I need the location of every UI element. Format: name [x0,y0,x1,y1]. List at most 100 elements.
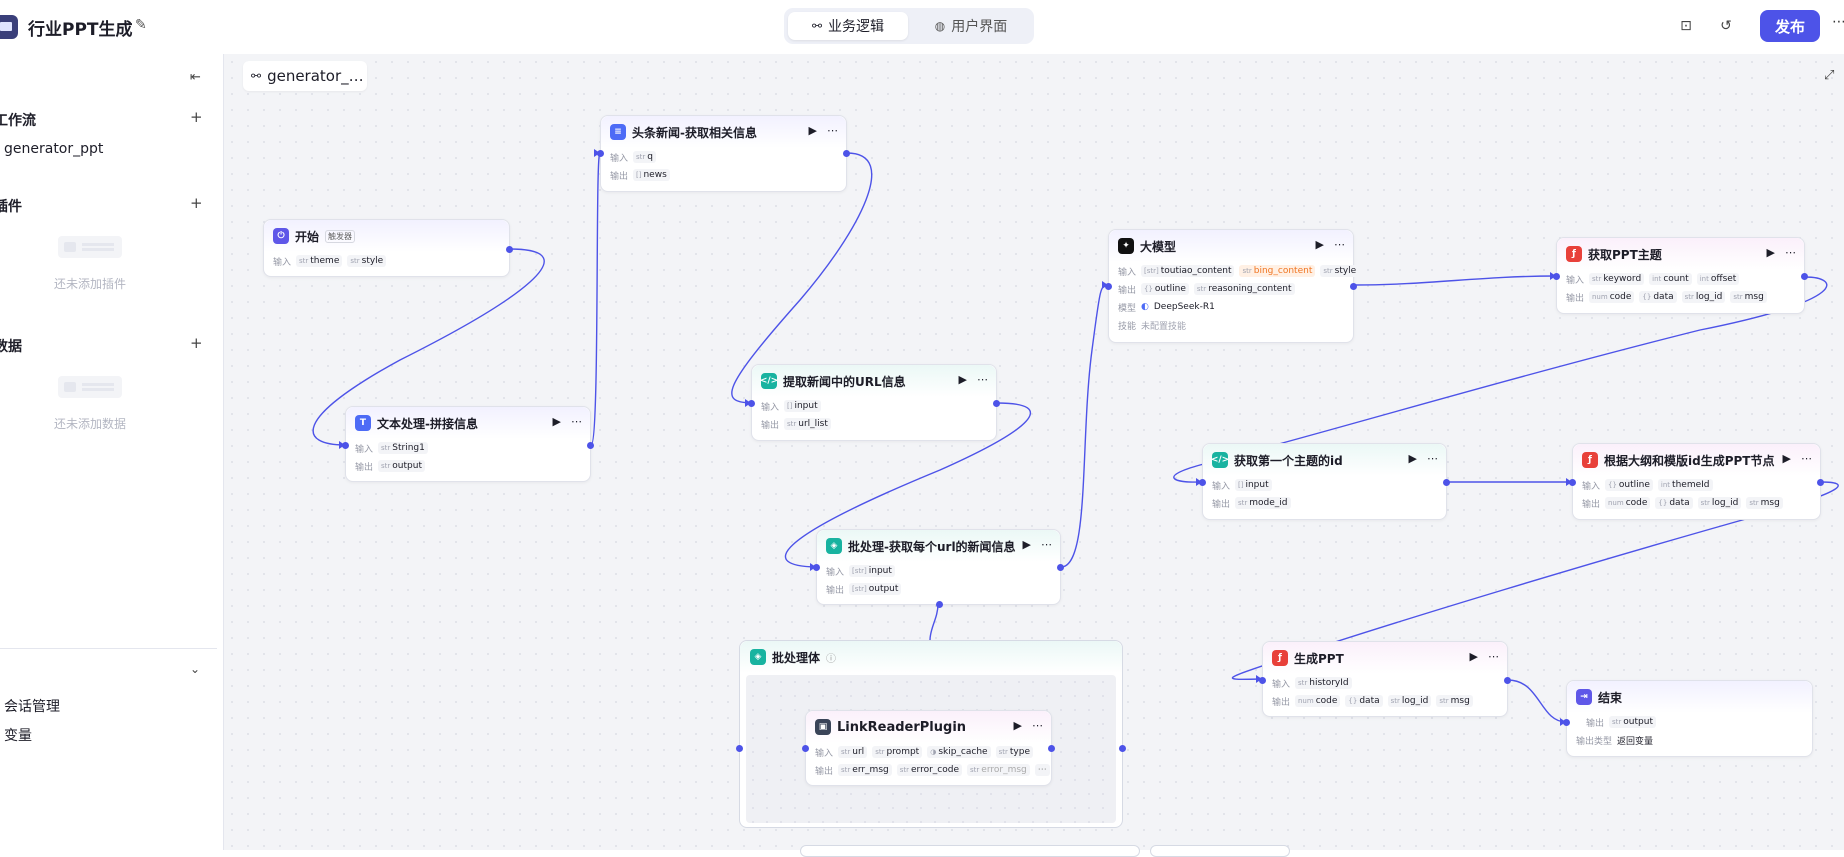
output-port[interactable] [1057,564,1064,571]
tab-business-logic[interactable]: ⚯ 业务逻辑 [788,12,908,40]
collapse-sidebar-icon[interactable]: ⇤ [190,70,201,85]
run-icon[interactable]: ▶ [1315,238,1324,251]
workflow-tab[interactable]: ⚯ generator_… [243,61,367,91]
empty-data-text: 还未添加数据 [54,417,127,431]
sidebar-item-session[interactable]: 会话管理 [4,699,60,715]
run-icon[interactable]: ▶ [1469,650,1478,663]
code-icon: </> [760,373,778,389]
input-port[interactable] [1553,273,1560,280]
input-port[interactable] [1199,479,1206,486]
publish-button[interactable]: 发布 [1760,10,1820,42]
output-port[interactable] [1119,745,1126,752]
section-plugin: 插件 [0,199,22,215]
text-process-icon: T [355,415,371,431]
run-icon[interactable]: ▶ [1408,452,1417,465]
sidebar-item-variables[interactable]: 变量 [4,728,32,744]
input-port[interactable] [736,745,743,752]
plugin-icon: ƒ [1272,650,1288,666]
output-port[interactable] [993,400,1000,407]
input-port[interactable] [813,564,820,571]
history-icon[interactable]: ↺ [1720,18,1732,34]
output-port[interactable] [1350,283,1357,290]
batch-icon: ◈ [826,538,842,554]
bottom-toolbar [1150,845,1290,857]
more-icon[interactable]: ⋯ [827,124,838,137]
input-port[interactable] [1569,479,1576,486]
app-title: 行业PPT生成 [28,20,133,40]
batch-icon: ◈ [750,649,766,665]
section-workflow: 工作流 [0,113,36,129]
app-icon [0,15,18,39]
more-icon[interactable]: ⋯ [1785,246,1796,259]
add-data-button[interactable]: + [190,334,203,352]
empty-data-illustration [58,376,122,398]
input-port[interactable] [342,442,349,449]
add-plugin-button[interactable]: + [190,194,203,212]
tab-user-interface[interactable]: ◍ 用户界面 [934,19,1008,35]
news-icon: ≡ [610,124,626,140]
edit-icon[interactable]: ✎ [135,17,147,33]
more-icon[interactable]: ⋯ [1334,238,1345,251]
node-batch[interactable]: ◈ 批处理-获取每个url的新闻信息 ▶⋯ 输入[str]input 输出[st… [813,529,1064,608]
fullscreen-icon[interactable]: ⤢ [1824,68,1835,83]
plugin-icon: ƒ [1582,452,1598,468]
more-icon[interactable]: ⋯ [1801,452,1812,465]
run-icon[interactable]: ▶ [958,373,967,386]
end-icon: ⇥ [1576,689,1592,705]
start-icon: ⏻ [273,228,289,244]
output-port[interactable] [587,442,594,449]
more-icon[interactable]: ⋯ [1427,452,1438,465]
input-port[interactable] [1259,677,1266,684]
input-port[interactable] [597,150,604,157]
output-port[interactable] [1504,677,1511,684]
output-port[interactable] [506,246,513,253]
info-icon[interactable]: ⓘ [826,653,837,665]
run-icon[interactable]: ▶ [1782,452,1791,465]
more-icon[interactable]: ⋯ [1032,719,1043,732]
run-icon[interactable]: ▶ [808,124,817,137]
workflow-icon: ⚯ [251,69,262,83]
deepseek-icon: ◐ [1141,302,1149,312]
empty-plugin-text: 还未添加插件 [54,277,127,291]
run-icon[interactable]: ▶ [552,415,561,428]
chevron-down-icon[interactable]: ⌄ [190,662,201,676]
save-version-icon[interactable]: ⊡ [1680,18,1692,34]
more-icon[interactable]: ⋯ [571,415,582,428]
code-icon: </> [1211,452,1229,468]
input-port[interactable] [802,745,809,752]
output-port[interactable] [1817,479,1824,486]
run-icon[interactable]: ▶ [1022,538,1031,551]
sidebar-divider [0,648,217,649]
more-icon[interactable]: ⋯ [1488,650,1499,663]
more-icon[interactable]: ⋯ [1041,538,1052,551]
llm-icon: ✦ [1118,238,1134,254]
output-port[interactable] [1443,479,1450,486]
add-workflow-button[interactable]: + [190,108,203,126]
output-port[interactable] [843,150,850,157]
output-port[interactable] [1048,745,1055,752]
sidebar-item-generator-ppt[interactable]: generator_ppt [4,141,104,157]
output-port[interactable] [1801,273,1808,280]
more-icon[interactable]: ⋯ [977,373,988,386]
run-icon[interactable]: ▶ [1013,719,1022,732]
batch-body-port[interactable] [936,601,943,608]
input-port[interactable] [1563,719,1570,726]
palette-icon: ◍ [934,19,946,33]
trigger-badge: 触发器 [325,229,356,243]
input-port[interactable] [748,400,755,407]
run-icon[interactable]: ▶ [1766,246,1775,259]
input-port[interactable] [1105,283,1112,290]
more-icon[interactable]: ⋯ [1832,14,1844,30]
view-switcher: ⚯ 业务逻辑 ◍ 用户界面 [784,8,1034,44]
